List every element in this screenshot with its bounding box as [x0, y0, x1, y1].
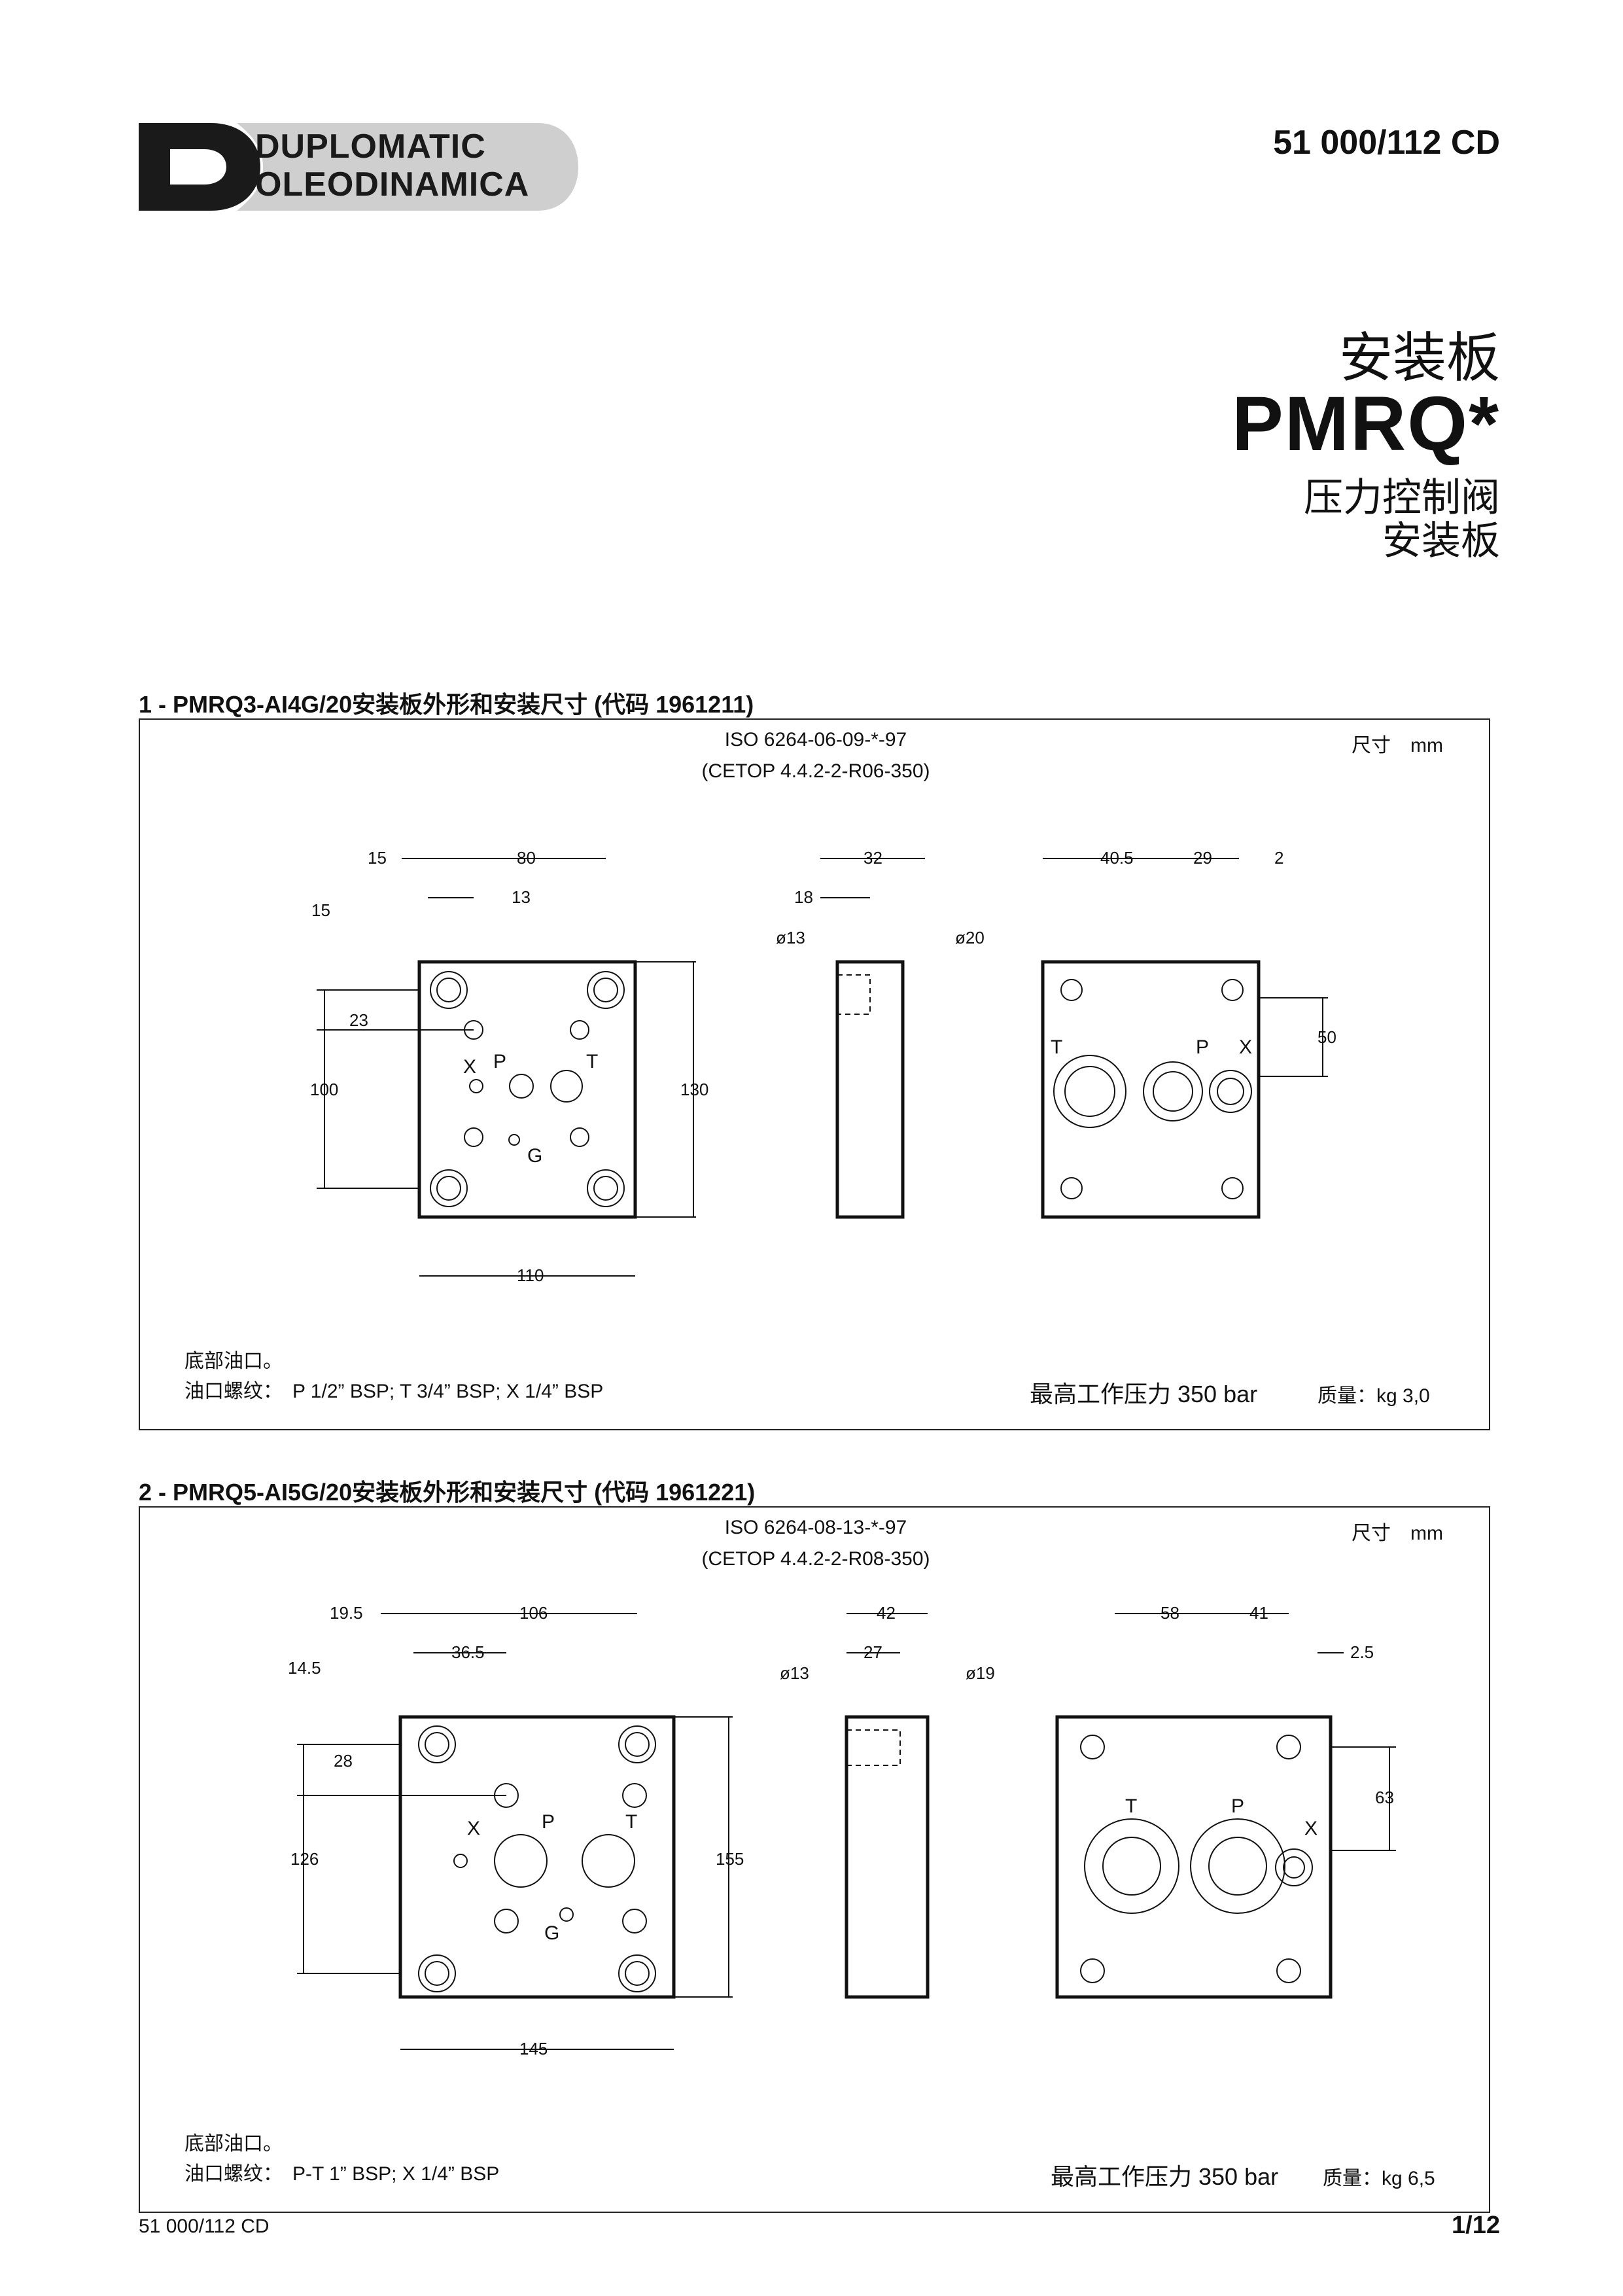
dim-63: 63	[1375, 1788, 1394, 1807]
section1-mass: 质量：kg 3,0	[1318, 1385, 1430, 1407]
dim-155: 155	[716, 1849, 744, 1869]
brand-logo: DUPLOMATIC OLEODINAMICA	[139, 118, 584, 216]
section1-pressure: 最高工作压力 350 bar	[1030, 1381, 1258, 1407]
section2-pressure: 最高工作压力 350 bar	[1051, 2163, 1279, 2190]
section1-drawing: 15 80 13 15 23 100 130 110 32 18 ø13 ø20…	[310, 848, 1336, 1285]
dim-13: 13	[512, 887, 531, 907]
section2-mass: 质量：kg 6,5	[1323, 2168, 1435, 2189]
dim-27: 27	[864, 1642, 882, 1662]
dim-18: 18	[794, 887, 813, 907]
dim-110: 110	[517, 1265, 544, 1285]
section1-note1: 底部油口。	[184, 1351, 283, 1372]
section2-iso: ISO 6264-08-13-*-97	[724, 1517, 907, 1538]
brand-line2: OLEODINAMICA	[255, 166, 530, 203]
section1-cetop: (CETOP 4.4.2-2-R06-350)	[701, 760, 930, 782]
plate-front-view	[398, 1715, 676, 1999]
rear-port-p-label: P	[1231, 1795, 1244, 1817]
section2-frame: ISO 6264-08-13-*-97 (CETOP 4.4.2-2-R08-3…	[139, 1506, 1490, 2213]
dim-23: 23	[349, 1010, 368, 1030]
port-g-label: G	[544, 1922, 559, 1944]
footer-doc-code: 51 000/112 CD	[139, 2216, 270, 2237]
dim-32: 32	[864, 848, 882, 868]
duplomatic-logo-icon	[139, 123, 578, 211]
port-x-label: X	[463, 1056, 476, 1078]
section1-units: 尺寸 mm	[1352, 735, 1443, 756]
section2-units: 尺寸 mm	[1352, 1523, 1443, 1544]
dim-19-5: 19.5	[330, 1603, 363, 1623]
dim-50: 50	[1318, 1027, 1336, 1047]
port-p-label: P	[542, 1811, 555, 1833]
port-g-label: G	[527, 1145, 542, 1167]
port-p-label: P	[493, 1051, 506, 1072]
dim-36-5: 36.5	[451, 1642, 485, 1662]
dim-15-left: 15	[311, 900, 330, 920]
document-code: 51 000/112 CD	[1273, 124, 1500, 162]
dim-d13: ø13	[776, 928, 805, 947]
dim-126: 126	[290, 1849, 319, 1869]
section1-heading: 1 - PMRQ3-AI4G/20安装板外形和安装尺寸 (代码 1961211)	[139, 691, 754, 718]
brand-line1: DUPLOMATIC	[255, 128, 486, 166]
section2-cetop: (CETOP 4.4.2-2-R08-350)	[701, 1548, 930, 1570]
section1-frame: ISO 6264-06-09-*-97 (CETOP 4.4.2-2-R06-3…	[139, 718, 1490, 1430]
dim-29: 29	[1193, 848, 1212, 868]
dim-d20: ø20	[955, 928, 985, 947]
port-t-label: T	[586, 1051, 598, 1072]
section2-heading: 2 - PMRQ5-AI5G/20安装板外形和安装尺寸 (代码 1961221)	[139, 1479, 756, 1506]
rear-port-x-label: X	[1304, 1818, 1318, 1839]
dim-145: 145	[519, 2039, 548, 2058]
section1-iso: ISO 6264-06-09-*-97	[724, 729, 907, 751]
plate-side-view	[835, 960, 905, 1219]
footer-page-number: 1/12	[1452, 2212, 1500, 2239]
subtitle-line1: 压力控制阀	[1304, 476, 1500, 520]
dim-100: 100	[310, 1080, 338, 1099]
page-title-cn: 安装板	[1338, 328, 1500, 388]
page-title-model: PMRQ*	[1232, 381, 1500, 467]
dim-58: 58	[1161, 1603, 1179, 1623]
rear-port-t-label: T	[1051, 1036, 1062, 1058]
port-x-label: X	[467, 1818, 480, 1839]
rear-port-p-label: P	[1196, 1036, 1209, 1058]
dim-130: 130	[680, 1080, 708, 1099]
dim-40-5: 40.5	[1100, 848, 1134, 868]
plate-side-view	[845, 1715, 930, 1999]
section1-note2: 油口螺纹： P 1/2” BSP; T 3/4” BSP; X 1/4” BSP	[184, 1381, 604, 1402]
section2-drawing: 19.5 106 36.5 14.5 28 126 155 145 42 27 …	[288, 1603, 1396, 2058]
dim-14-5: 14.5	[288, 1658, 321, 1678]
dim-28: 28	[334, 1751, 353, 1771]
plate-front-view	[417, 960, 637, 1219]
rear-port-x-label: X	[1239, 1036, 1252, 1058]
dim-d13: ø13	[780, 1663, 809, 1683]
dim-106: 106	[519, 1603, 548, 1623]
port-t-label: T	[625, 1811, 637, 1833]
dim-80: 80	[517, 848, 536, 868]
section2-note2: 油口螺纹： P-T 1” BSP; X 1/4” BSP	[184, 2163, 500, 2185]
dim-d19: ø19	[966, 1663, 995, 1683]
rear-port-t-label: T	[1125, 1795, 1137, 1817]
dim-41: 41	[1249, 1603, 1268, 1623]
dim-2: 2	[1274, 848, 1283, 868]
plate-rear-view	[1055, 1715, 1333, 1999]
subtitle-line2: 安装板	[1382, 519, 1500, 563]
dim-15-top: 15	[368, 848, 387, 868]
dim-2-5: 2.5	[1350, 1642, 1374, 1662]
plate-rear-view	[1041, 960, 1261, 1219]
section2-note1: 底部油口。	[184, 2133, 283, 2155]
dim-42: 42	[877, 1603, 896, 1623]
